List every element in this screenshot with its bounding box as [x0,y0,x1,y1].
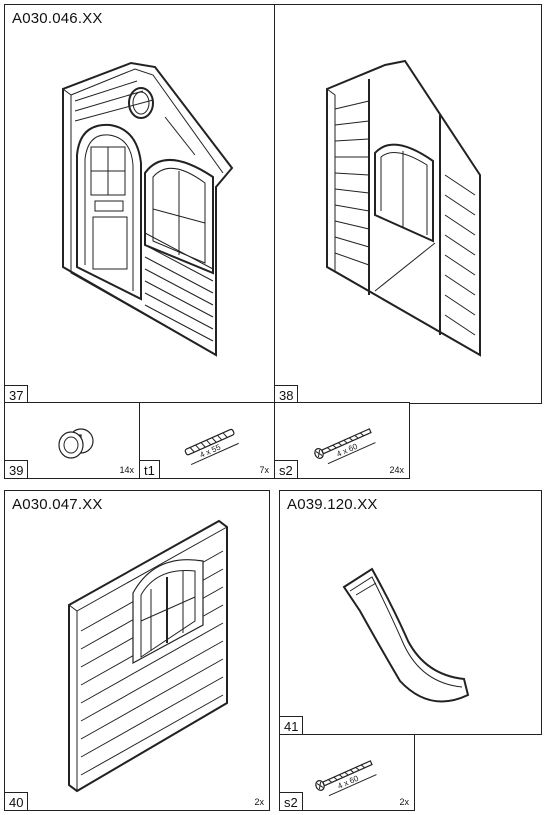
part-number: s2 [279,792,303,811]
part-t1: 4 x 55 t1 7x [139,402,275,479]
dowel-screw-icon: 4 x 55 [184,428,239,465]
step-number: 41 [279,716,304,735]
part-code: A039.120.XX [287,496,378,513]
slide-illustration [342,567,470,703]
part-number: 39 [4,460,29,479]
step-number: 38 [274,385,299,404]
panel-step-41: A039.120.XX 41 [279,490,542,735]
part-quantity: 2x [254,797,264,807]
panel-step-37: A030.046.XX 37 [4,4,275,404]
front-wall-door-illustration [62,61,234,357]
part-quantity: 24x [389,465,404,475]
part-code: A030.047.XX [12,496,103,513]
part-knob: 39 14x [4,402,140,479]
part-number: s2 [274,460,298,479]
part-s2-a: 4 x 60 s2 24x [274,402,410,479]
side-wall-window-illustration [68,519,228,793]
panel-step-40: A030.047.XX 40 2x [4,490,270,811]
screw-icon: 4 x 60 [315,760,377,797]
panel-step-38: 38 [274,4,542,404]
part-quantity: 14x [119,465,134,475]
part-s2-b: 4 x 60 s2 2x [279,734,415,811]
part-code: A030.046.XX [12,10,103,27]
back-wall-frame-illustration [326,59,481,357]
step-number: 40 [4,792,29,811]
knob-icon [58,428,94,459]
part-quantity: 2x [399,797,409,807]
part-number: t1 [139,460,160,479]
part-quantity: 7x [259,465,269,475]
screw-icon: 4 x 60 [314,428,376,465]
